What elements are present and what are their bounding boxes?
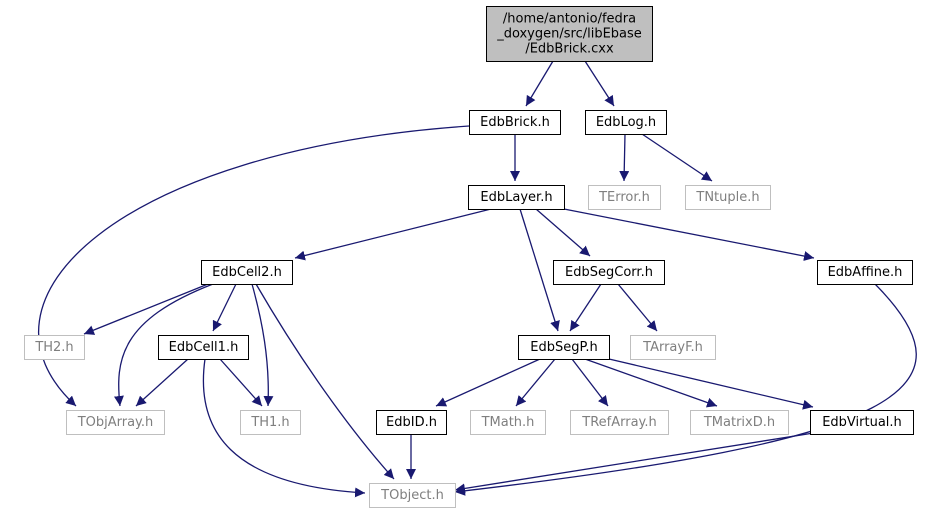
node-label-tmatrixd: TMatrixD.h (703, 415, 775, 430)
node-tntuple: TNtuple.h (685, 185, 771, 210)
node-label-root: /home/antonio/fedra (503, 12, 636, 27)
node-label-edblog: EdbLog.h (596, 115, 656, 130)
node-box-edbsegp (518, 335, 610, 360)
node-th2: TH2.h (24, 335, 85, 360)
node-label-edbcell1: EdbCell1.h (169, 340, 239, 355)
edge-edblayer-to-edbsegcorr (535, 208, 591, 257)
node-label-edbsegp: EdbSegP.h (530, 340, 597, 355)
edges-layer (37, 60, 917, 498)
node-label-edbcell2: EdbCell2.h (212, 265, 282, 280)
node-label-terror: TError.h (598, 190, 650, 205)
node-trefarray: TRefArray.h (570, 410, 669, 435)
node-box-edbid (376, 410, 447, 435)
edge-edbsegp-to-trefarray (571, 358, 609, 407)
node-label-th2: TH2.h (34, 340, 73, 355)
node-box-terror (588, 185, 661, 210)
node-tobject: TObject.h (369, 483, 456, 508)
node-box-th2 (24, 335, 85, 360)
edge-edbcell2-to-edbcell1 (212, 283, 237, 332)
edge-edbsegp-to-edbvirtual (608, 358, 814, 410)
edge-edbcell2-to-th1 (251, 283, 274, 407)
edge-edbcell1-to-tobjarray (135, 358, 189, 407)
node-label-edbvirtual: EdbVirtual.h (822, 415, 902, 430)
node-label-tntuple: TNtuple.h (695, 190, 759, 205)
edge-root-to-edblog (584, 60, 615, 107)
node-label-edbsegcorr: EdbSegCorr.h (565, 265, 653, 280)
edge-edbcell2-to-tobject (255, 283, 395, 480)
edge-edblayer-to-edbaffine (563, 208, 815, 261)
node-edbbrick[interactable]: EdbBrick.h (469, 110, 561, 135)
node-label-tobject: TObject.h (380, 488, 444, 503)
edge-edbaffine-to-tobject (454, 283, 917, 496)
node-edblog[interactable]: EdbLog.h (585, 110, 667, 135)
node-th1: TH1.h (240, 410, 301, 435)
edge-root-to-edbbrick (525, 60, 554, 107)
edge-edbsegcorr-to-edbsegp (569, 283, 602, 332)
edge-edbsegcorr-to-tarrayf (617, 283, 658, 332)
node-root[interactable]: /home/antonio/fedra_doxygen/src/libEbase… (486, 6, 653, 62)
edge-edbcell2-to-tobjarray (113, 283, 214, 407)
node-edblayer[interactable]: EdbLayer.h (468, 185, 565, 210)
nodes-layer: /home/antonio/fedra_doxygen/src/libEbase… (24, 6, 914, 508)
node-box-root (486, 6, 653, 62)
node-box-tobject (369, 483, 456, 508)
node-box-edbaffine (817, 260, 913, 285)
node-label-tobjarray: TObjArray.h (77, 415, 154, 430)
node-edbaffine[interactable]: EdbAffine.h (817, 260, 913, 285)
node-edbcell2[interactable]: EdbCell2.h (201, 260, 293, 285)
node-label-trefarray: TRefArray.h (581, 415, 657, 430)
node-label-edbid: EdbID.h (386, 415, 437, 430)
edge-edblog-to-tntuple (641, 133, 713, 182)
node-label-tmath: TMath.h (481, 415, 535, 430)
node-edbcell1[interactable]: EdbCell1.h (158, 335, 249, 360)
node-edbvirtual[interactable]: EdbVirtual.h (810, 410, 914, 435)
node-box-tobjarray (66, 410, 165, 435)
edge-edblayer-to-edbsegp (519, 208, 560, 332)
node-terror: TError.h (588, 185, 661, 210)
node-box-edbvirtual (810, 410, 914, 435)
node-box-edbbrick (469, 110, 561, 135)
node-tobjarray: TObjArray.h (66, 410, 165, 435)
node-label-edblayer: EdbLayer.h (480, 190, 552, 205)
node-box-edblog (585, 110, 667, 135)
node-edbsegp[interactable]: EdbSegP.h (518, 335, 610, 360)
edge-edbsegp-to-tmath (515, 358, 556, 407)
node-label-root: _doxygen/src/libEbase (496, 27, 642, 42)
edge-edbsegp-to-edbid (435, 358, 541, 407)
edge-edbvirtual-to-tobject (454, 431, 821, 494)
node-box-th1 (240, 410, 301, 435)
node-box-tarrayf (630, 335, 716, 360)
node-box-edblayer (468, 185, 565, 210)
edge-edbcell1-to-tobject (202, 358, 366, 498)
node-box-trefarray (570, 410, 669, 435)
node-box-tmatrixd (690, 410, 789, 435)
edge-edbcell1-to-th1 (219, 358, 263, 407)
node-box-tmath (470, 410, 546, 435)
node-box-edbcell2 (201, 260, 293, 285)
node-box-edbsegcorr (553, 260, 665, 285)
node-label-root: /EdbBrick.cxx (525, 42, 614, 57)
node-label-edbaffine: EdbAffine.h (828, 265, 903, 280)
node-label-th1: TH1.h (250, 415, 289, 430)
node-box-tntuple (685, 185, 771, 210)
node-tmatrixd: TMatrixD.h (690, 410, 789, 435)
edge-edblayer-to-edbcell2 (294, 208, 492, 261)
edge-edbsegp-to-tmatrixd (584, 358, 718, 408)
node-tarrayf: TArrayF.h (630, 335, 716, 360)
edge-edbcell2-to-th2 (83, 283, 209, 335)
node-box-edbcell1 (158, 335, 249, 360)
edge-edblog-to-terror (619, 133, 630, 182)
node-edbsegcorr[interactable]: EdbSegCorr.h (553, 260, 665, 285)
node-tmath: TMath.h (470, 410, 546, 435)
node-label-edbbrick: EdbBrick.h (480, 115, 550, 130)
node-edbid[interactable]: EdbID.h (376, 410, 447, 435)
node-label-tarrayf: TArrayF.h (642, 340, 703, 355)
